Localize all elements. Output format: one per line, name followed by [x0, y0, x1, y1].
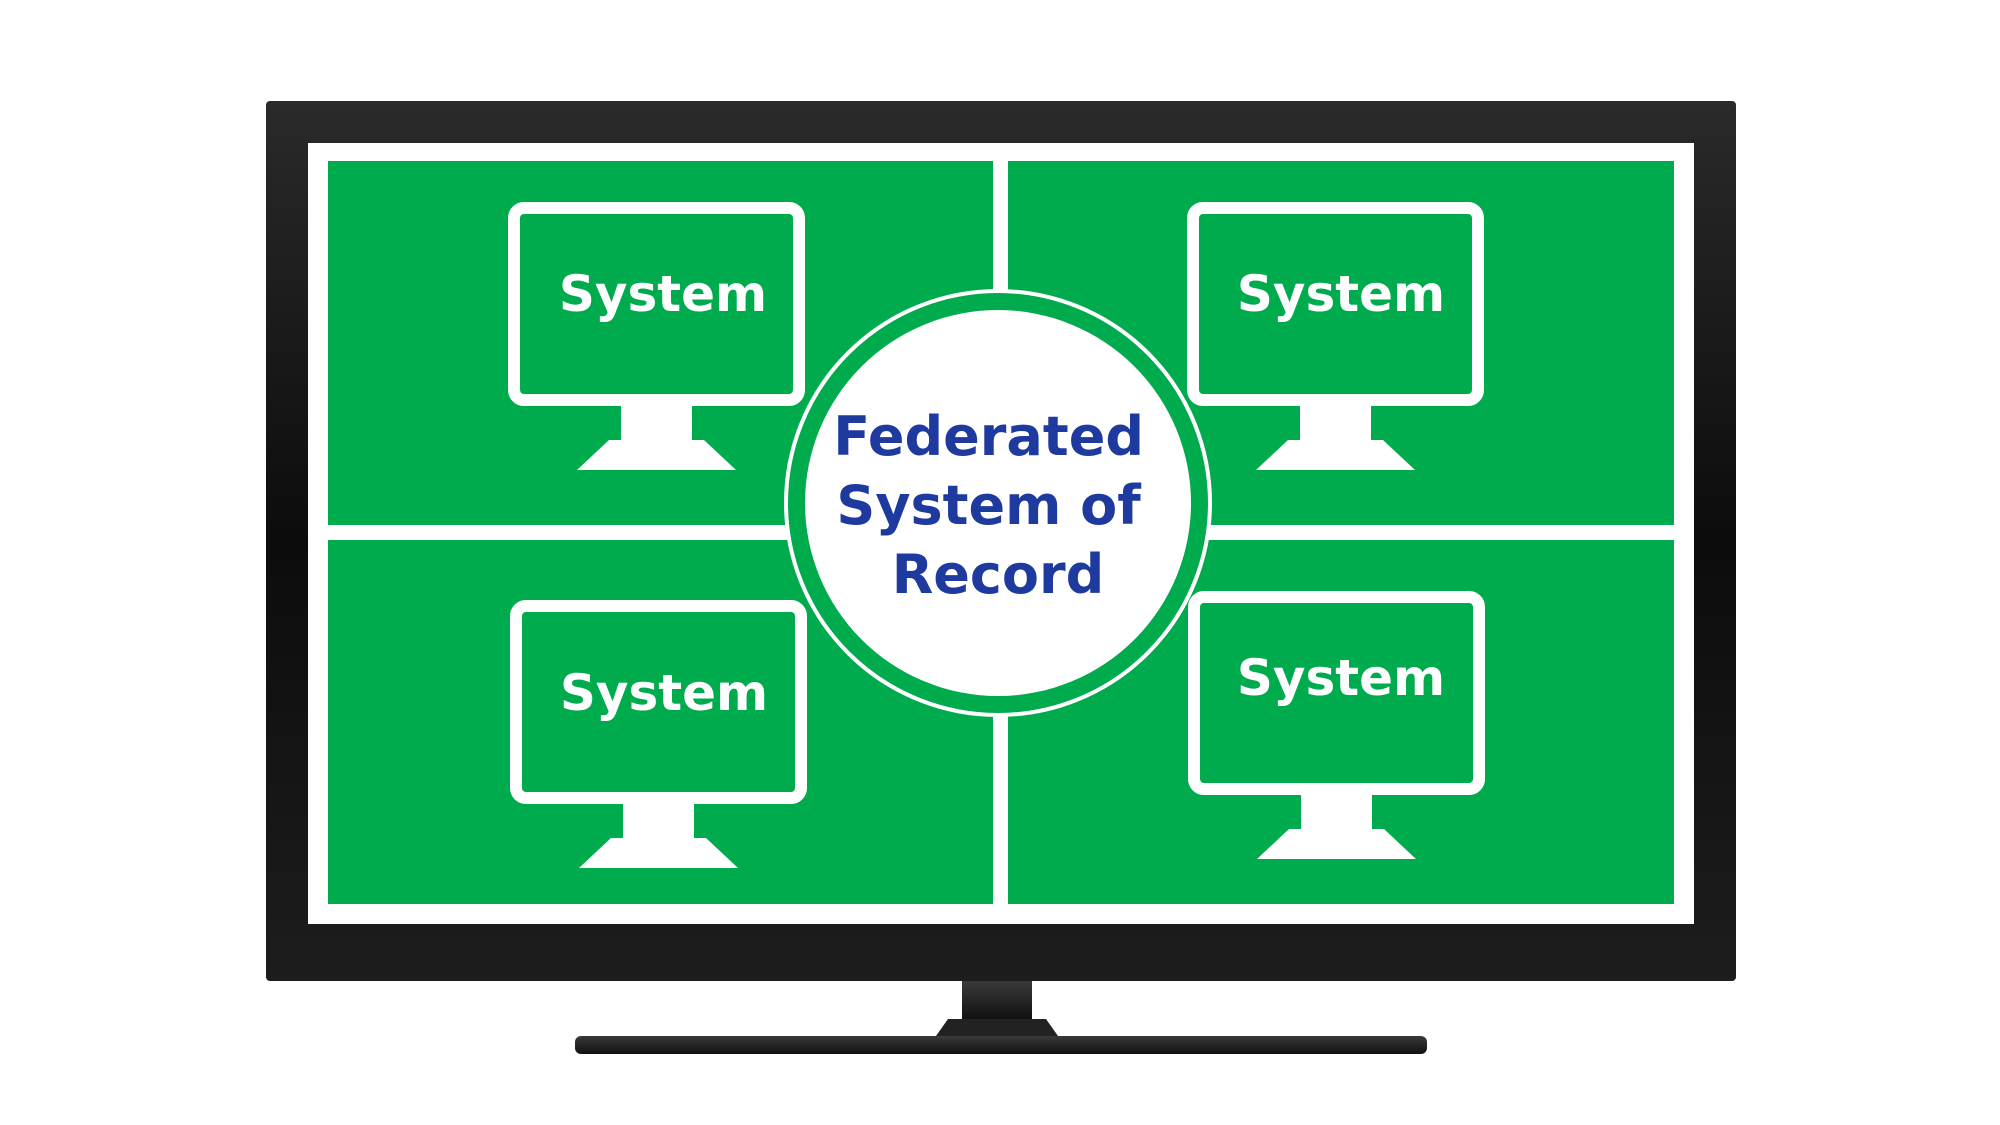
system-label: System: [1237, 265, 1445, 323]
center-hub: Federated System of Record: [784, 289, 1212, 717]
system-label: System: [559, 265, 767, 323]
hub-title-line-3: Record: [892, 543, 1105, 606]
hub-ring-outline: [784, 289, 1212, 717]
system-node-2: System: [1193, 208, 1478, 470]
hub-title: Federated System of Record: [833, 405, 1163, 606]
hub-title-line-2: System of: [836, 474, 1141, 537]
hub-disc: [805, 310, 1191, 696]
system-node-3: System: [516, 606, 801, 868]
system-label: System: [560, 664, 768, 722]
tv-stand-icon: [575, 981, 1427, 1054]
system-label: System: [1237, 649, 1445, 707]
system-node-4: System: [1194, 597, 1479, 859]
hub-title-line-1: Federated: [833, 405, 1144, 468]
system-node-1: System: [514, 208, 799, 470]
